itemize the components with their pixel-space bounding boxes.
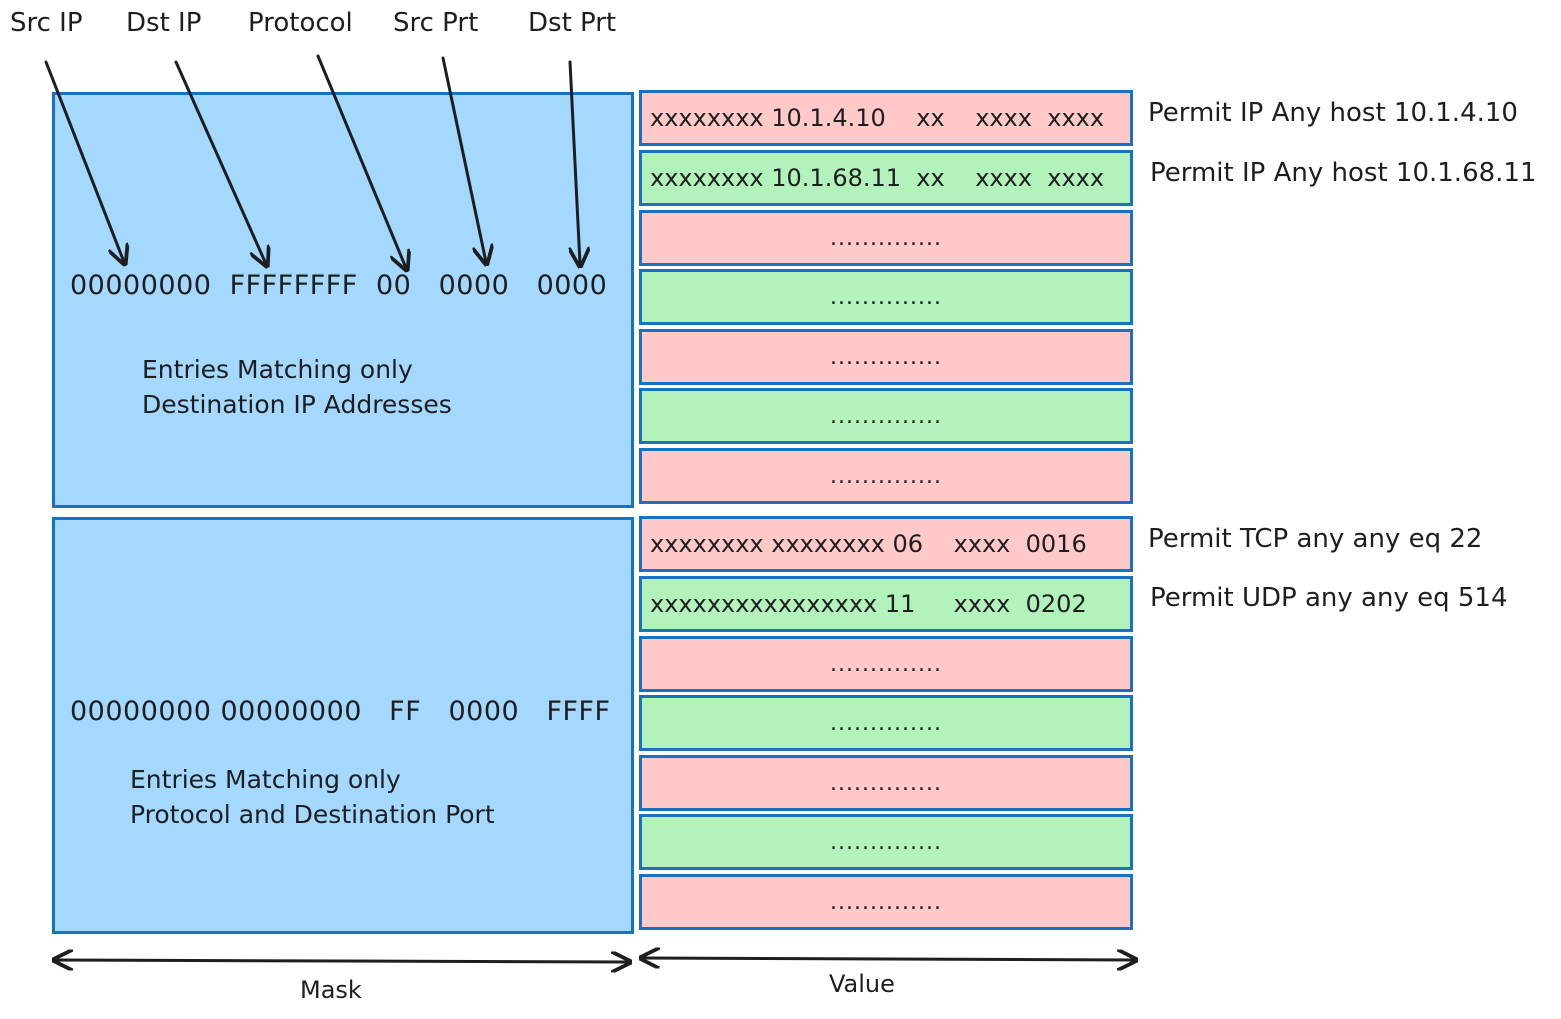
mask-description-dst-ip: Entries Matching only Destination IP Add… <box>142 352 452 422</box>
header-dst-ip: Dst IP <box>126 8 202 38</box>
desc-line: Destination IP Addresses <box>142 390 452 419</box>
axis-label-mask: Mask <box>300 976 362 1004</box>
desc-line: Protocol and Destination Port <box>130 800 495 829</box>
value-row: xxxxxxxx xxxxxxxx 06 xxxx 0016 <box>639 516 1133 572</box>
value-ellipsis: .............. <box>830 889 942 915</box>
value-cells: xxxxxxxx 10.1.4.10 xx xxxx xxxx <box>650 104 1105 132</box>
value-cells: xxxxxxxxxxxxxxxx 11 xxxx 0202 <box>650 590 1087 618</box>
value-row: .............. <box>639 695 1133 751</box>
header-src-prt: Src Prt <box>393 8 479 38</box>
value-ellipsis: .............. <box>830 651 942 677</box>
value-row: xxxxxxxx 10.1.68.11 xx xxxx xxxx <box>639 150 1133 206</box>
value-row: .............. <box>639 329 1133 385</box>
mask-description-proto-port: Entries Matching only Protocol and Desti… <box>130 762 495 832</box>
value-ellipsis: .............. <box>830 710 942 736</box>
value-cells: xxxxxxxx xxxxxxxx 06 xxxx 0016 <box>650 530 1087 558</box>
value-row: xxxxxxxxxxxxxxxx 11 xxxx 0202 <box>639 576 1133 632</box>
value-row: .............. <box>639 269 1133 325</box>
value-ellipsis: .............. <box>830 829 942 855</box>
mask-value-proto-port: 00000000 00000000 FF 0000 FFFF <box>70 696 611 727</box>
value-row: .............. <box>639 874 1133 930</box>
value-row: .............. <box>639 388 1133 444</box>
mask-value-dst-ip: 00000000 FFFFFFFF 00 0000 0000 <box>70 270 608 301</box>
value-row: .............. <box>639 210 1133 266</box>
axis-label-value: Value <box>829 970 895 998</box>
arrow-value-span <box>643 958 1134 960</box>
desc-line: Entries Matching only <box>142 355 413 384</box>
header-protocol: Protocol <box>248 8 353 38</box>
value-row: .............. <box>639 448 1133 504</box>
desc-line: Entries Matching only <box>130 765 401 794</box>
rule-label: Permit IP Any host 10.1.68.11 <box>1150 158 1537 188</box>
value-ellipsis: .............. <box>830 770 942 796</box>
rule-label: Permit UDP any any eq 514 <box>1150 583 1508 613</box>
value-row: .............. <box>639 755 1133 811</box>
header-dst-prt: Dst Prt <box>528 8 617 38</box>
value-row: .............. <box>639 636 1133 692</box>
value-ellipsis: .............. <box>830 463 942 489</box>
value-ellipsis: .............. <box>830 344 942 370</box>
value-ellipsis: .............. <box>830 225 942 251</box>
value-cells: xxxxxxxx 10.1.68.11 xx xxxx xxxx <box>650 164 1105 192</box>
value-ellipsis: .............. <box>830 284 942 310</box>
rule-label: Permit IP Any host 10.1.4.10 <box>1148 98 1518 128</box>
rule-label: Permit TCP any any eq 22 <box>1148 524 1483 554</box>
header-src-ip: Src IP <box>10 8 83 38</box>
mask-box-proto-port <box>52 517 634 934</box>
value-row: .............. <box>639 814 1133 870</box>
value-row: xxxxxxxx 10.1.4.10 xx xxxx xxxx <box>639 90 1133 146</box>
arrow-mask-span <box>56 960 628 962</box>
value-ellipsis: .............. <box>830 403 942 429</box>
